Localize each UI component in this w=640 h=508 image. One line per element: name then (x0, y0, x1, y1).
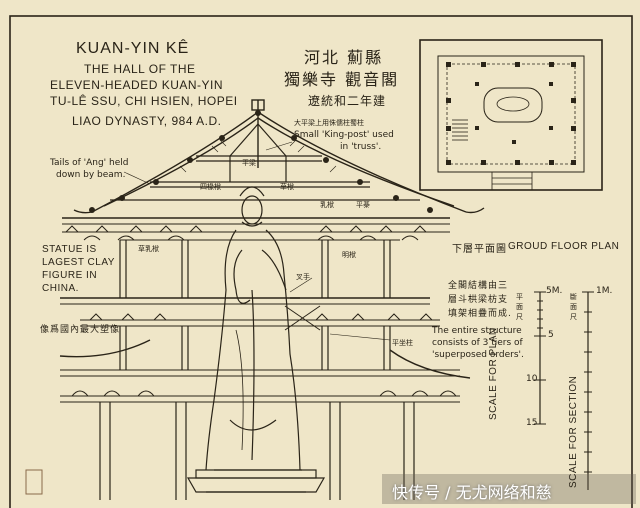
truss-beams (110, 123, 420, 201)
statue-pedestal (186, 469, 326, 493)
statue-note-line-4: CHINA. (42, 283, 79, 294)
plan-label-en: GROUD FLOOR PLAN (508, 241, 620, 252)
plan-tick-5: 5 (548, 330, 554, 340)
ground-floor-plan (419, 39, 603, 191)
plan-scale-label: SCALE FOR PLAN (488, 327, 499, 420)
plan-tick-5m: 5M. (546, 286, 563, 296)
structure-note-zh-2: 層斗栱梁枋支 (448, 295, 509, 305)
statue-note-line-3: FIGURE IN (42, 270, 98, 281)
kingpost-note-en-2: in 'truss'. (340, 142, 382, 152)
title-line-1: KUAN-YIN KÊ (76, 40, 190, 57)
plan-column-grid (446, 62, 576, 165)
roof-label-zh-4: 草栿 (280, 183, 294, 191)
plan-tick-15: 15 (526, 418, 538, 428)
statue-note-zh: 像爲國內最大塑像 (40, 325, 121, 335)
roof-label-zh-5: 平棊 (356, 201, 370, 209)
structure-note-en-3: 'superposed orders'. (432, 350, 524, 360)
upper-bracket-tier (62, 217, 450, 241)
beam-label-zh-2: 明栿 (342, 251, 356, 259)
title-line-3: ELEVEN-HEADED KUAN-YIN (50, 78, 224, 92)
lower-eave (59, 339, 471, 403)
kingpost-note-en-1: Small 'King-post' used (294, 130, 394, 140)
plan-scale-bar (534, 291, 546, 425)
post-label-zh: 平坐柱 (392, 339, 413, 347)
roof-label-zh-2: 平梁 (242, 159, 256, 167)
structure-note-zh-3: 填架相疊而成. (448, 309, 512, 319)
sheet-frame (9, 15, 633, 508)
ang-note-line-2: down by beam. (56, 170, 126, 180)
seal-stamp (25, 469, 43, 495)
chinese-title-line-2: 獨樂寺 觀音閣 (284, 70, 400, 89)
plan-tick-10: 10 (526, 374, 538, 384)
structure-note-zh-1: 全閣結構由三 (448, 281, 509, 291)
columns (99, 240, 415, 500)
ang-note-line-1: Tails of 'Ang' held (50, 158, 129, 168)
title-line-5: LIAO DYNASTY, 984 A.D. (72, 114, 222, 128)
section-scale-label: SCALE FOR SECTION (568, 375, 579, 488)
beam-label-zh-1: 草乳栿 (138, 245, 159, 253)
title-line-4: TU-LÊ SSU, CHI HSIEN, HOPEI (50, 94, 238, 108)
section-tick-1m: 1M. (596, 286, 613, 296)
roof-hatching (179, 139, 337, 173)
kuan-yin-statue (205, 186, 302, 471)
purlins (89, 110, 433, 213)
plan-label-zh: 下層平面圖 (452, 244, 507, 255)
roof-label-zh-1: 四椽栿 (200, 183, 221, 191)
structure-note-en-2: consists of 3 tiers of (432, 338, 523, 348)
watermark-backdrop (382, 474, 636, 504)
watermark-text: 快传号 / 无尤网络和慈 (392, 483, 552, 502)
title-line-2: THE HALL OF THE (84, 62, 196, 76)
structure-note-en-1: The entire structure (432, 326, 522, 336)
section-scale-zh: 斷面尺 (570, 293, 577, 321)
section-scale-bar (582, 291, 594, 490)
kingpost-note-zh: 大平梁上用侏儒柱蜀柱 (294, 119, 364, 127)
statue-note-line-1: STATUE IS (42, 244, 97, 255)
chinese-title-line-3: 遼統和二年建 (308, 94, 387, 108)
statue-note-line-2: LAGEST CLAY (42, 257, 115, 268)
plan-scale-zh: 平面尺 (516, 293, 523, 321)
chinese-title-line-1: 河北 薊縣 (304, 48, 384, 67)
beam-label-zh-3: 叉手 (296, 273, 310, 281)
middle-balcony-tier (60, 297, 440, 331)
leader-lines (123, 141, 391, 341)
roof-label-zh-3: 乳栿 (320, 201, 334, 209)
